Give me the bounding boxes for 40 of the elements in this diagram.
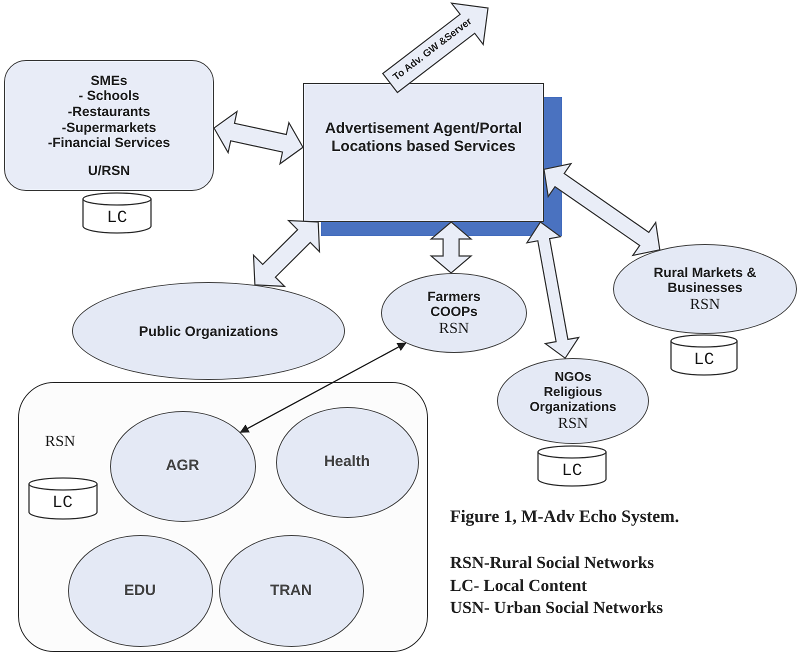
node-label: Health — [324, 453, 370, 471]
node-label: RSN — [558, 414, 588, 432]
node-label: - Schools — [78, 88, 140, 104]
group-container — [18, 382, 428, 652]
node-label: U/RSN — [88, 162, 130, 178]
node-label: Farmers COOPs — [426, 288, 482, 320]
figure-caption: Figure 1, M-Adv Echo System. — [450, 506, 680, 527]
double-arrow — [543, 162, 660, 256]
node-label: Rural Markets & Businesses — [652, 264, 758, 296]
connector-arrow — [240, 342, 407, 433]
abbreviation-note: LC- Local Content — [450, 576, 587, 596]
group-label: RSN — [45, 433, 76, 451]
node-label: Public Organizations — [138, 322, 278, 340]
database-cylinder — [82, 192, 152, 234]
portal-box — [303, 83, 544, 222]
double-arrow — [526, 221, 580, 360]
database-cylinder — [537, 445, 607, 487]
node-label: SMEs — [90, 72, 128, 88]
rounded-box — [4, 60, 214, 191]
node-label: -Restaurants — [68, 104, 150, 120]
node-label: LC — [694, 351, 714, 371]
database-cylinder — [28, 476, 98, 520]
node-label: RSN — [690, 296, 720, 314]
node-label: -Supermarkets — [62, 120, 156, 136]
node-label: LC — [106, 209, 128, 229]
double-arrow — [213, 110, 304, 166]
node-label: LC — [562, 462, 582, 482]
node-label: -Financial Services — [48, 135, 170, 151]
abbreviation-note: RSN-Rural Social Networks — [450, 553, 654, 573]
node-label: EDU — [124, 582, 156, 600]
node-label: LC — [52, 494, 73, 514]
double-arrow — [252, 220, 320, 288]
database-cylinder — [670, 334, 738, 376]
abbreviation-note: USN- Urban Social Networks — [450, 598, 663, 618]
node-label: AGR — [166, 457, 200, 475]
node-label: TRAN — [270, 582, 312, 600]
node-label: RSN — [438, 320, 470, 338]
node-label: NGOs Religious Organizations — [528, 370, 618, 414]
node-label: Advertisement Agent/Portal Locations based Services — [324, 120, 523, 155]
double-arrow — [429, 221, 473, 274]
